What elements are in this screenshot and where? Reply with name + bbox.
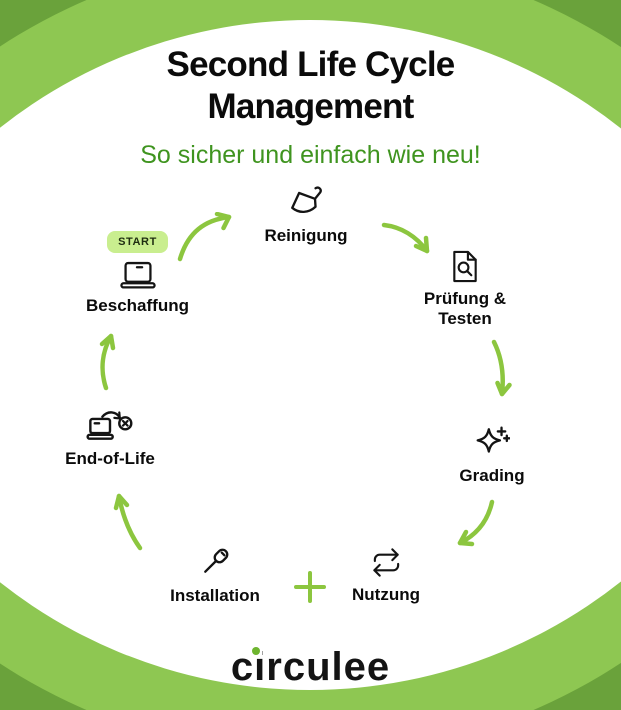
brush-icon xyxy=(288,184,324,220)
stage-label-end-of-life: End-of-Life xyxy=(65,449,155,468)
arrow-reinigung-to-pruefung-icon xyxy=(381,222,430,254)
document-search-icon xyxy=(450,250,480,283)
start-badge: START xyxy=(107,231,168,253)
arrow-beschaffung-to-reinigung-icon xyxy=(177,212,232,262)
arrow-grading-to-nutzung-icon xyxy=(457,499,495,547)
header: Second Life Cycle Management So sicher u… xyxy=(0,44,621,170)
stage-label-nutzung: Nutzung xyxy=(352,585,420,604)
stage-nutzung: Nutzung xyxy=(318,546,454,605)
screwdriver-icon xyxy=(197,544,233,580)
brand-logo: circulee xyxy=(0,645,621,690)
stage-pruefung-testen: Prüfung & Testen xyxy=(395,250,535,329)
sparkles-icon xyxy=(474,424,510,460)
stage-beschaffung: START Beschaffung xyxy=(55,231,220,316)
laptop-disposal-icon xyxy=(86,408,134,443)
plus-icon xyxy=(294,571,326,603)
stage-label-pruefung-testen: Prüfung & Testen xyxy=(423,289,507,329)
stage-reinigung: Reinigung xyxy=(231,184,381,246)
arrow-endoflife-to-beschaffung-icon xyxy=(99,333,116,391)
stage-grading: Grading xyxy=(422,424,562,486)
stage-label-installation: Installation xyxy=(170,586,260,605)
cycle-arrows-icon xyxy=(370,546,403,579)
arrow-pruefung-to-grading-icon xyxy=(491,339,512,397)
stage-installation: Installation xyxy=(140,544,290,606)
page-title: Second Life Cycle Management xyxy=(166,45,456,126)
subtitle: So sicher und einfach wie neu! xyxy=(140,141,481,169)
arrow-installation-to-endoflife-icon xyxy=(113,493,143,551)
stage-label-beschaffung: Beschaffung xyxy=(86,296,189,315)
stage-end-of-life: End-of-Life xyxy=(35,408,185,469)
logo-i-dot-icon xyxy=(251,647,260,655)
stage-label-grading: Grading xyxy=(459,466,525,485)
laptop-icon xyxy=(119,261,157,290)
stage-label-reinigung: Reinigung xyxy=(264,226,348,245)
